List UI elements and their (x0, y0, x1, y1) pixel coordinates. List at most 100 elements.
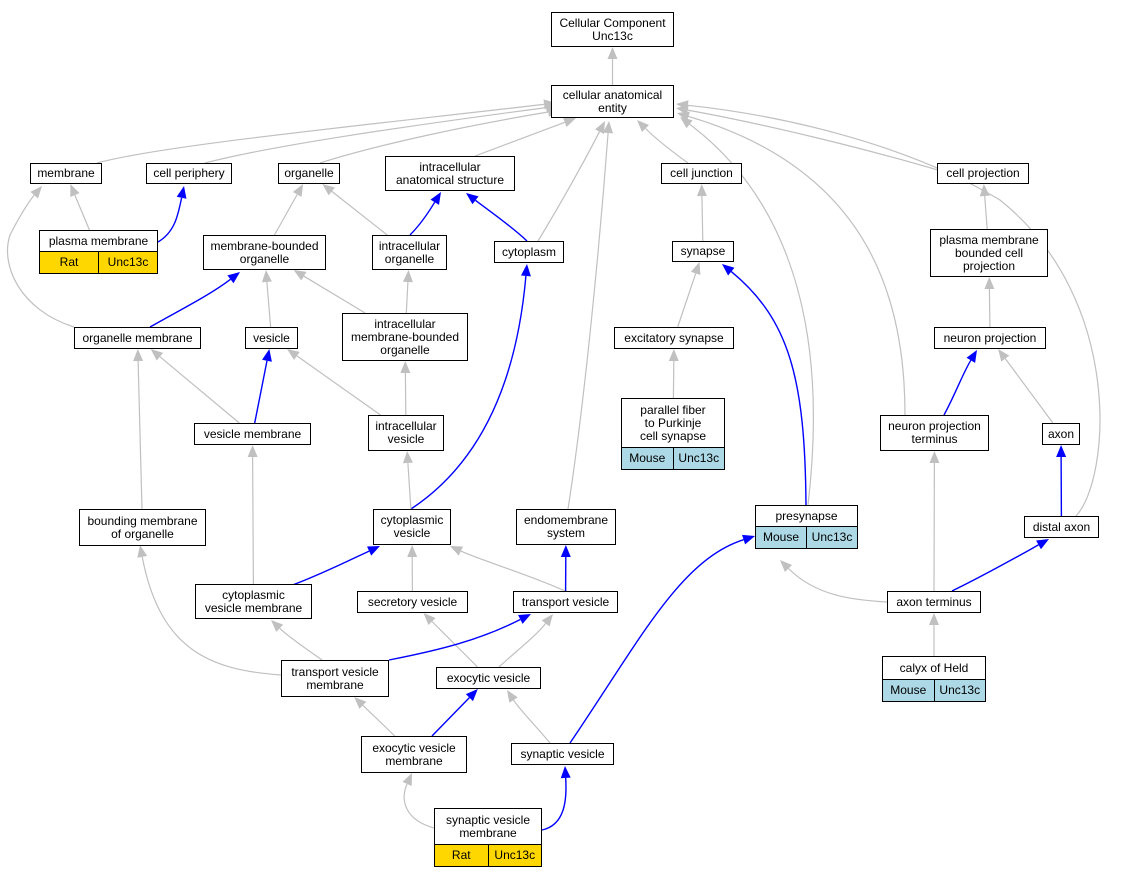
term-label: secretory vesicle (367, 594, 458, 609)
go-term-synapse[interactable]: synapse (672, 241, 734, 262)
term-label: parallel fiber to Purkinje cell synapse (639, 402, 707, 443)
arrowhead (518, 614, 531, 624)
arrowhead (722, 264, 735, 276)
arrowhead (465, 689, 478, 702)
arrowhead (400, 361, 411, 374)
term-label: membrane (37, 166, 95, 180)
species-label: Rat (59, 255, 79, 269)
term-label: cellular anatomical entity (562, 87, 663, 115)
arrowhead (450, 546, 463, 556)
go-term-organelle[interactable]: organelle (278, 163, 340, 184)
part-of-edge-plasma-membrane-to-cell-periphery (157, 197, 183, 243)
part-of-edge-axon-terminus-to-distal-axon (951, 544, 1039, 592)
arrowhead (247, 445, 258, 458)
go-term-mbo[interactable]: membrane-bounded organelle (203, 235, 326, 270)
go-term-vesicle[interactable]: vesicle (245, 327, 298, 349)
go-term-axon[interactable]: axon (1042, 423, 1080, 445)
term-label: axon (1047, 426, 1075, 441)
arrowhead (668, 349, 679, 362)
arrowhead (563, 117, 576, 127)
arrowhead (520, 264, 531, 277)
go-term-endomembrane[interactable]: endomembrane system (516, 509, 616, 545)
arrowhead (227, 272, 240, 284)
go-term-evm[interactable]: exocytic vesicle membrane (361, 736, 467, 773)
go-term-tvm[interactable]: transport vesicle membrane (281, 660, 389, 697)
arrowhead (690, 262, 701, 275)
go-term-cell-projection[interactable]: cell projection (937, 163, 1029, 184)
term-label: organelle membrane (82, 330, 193, 345)
go-term-io[interactable]: intracellular organelle (372, 235, 447, 270)
go-term-cvm[interactable]: cytoplasmic vesicle membrane (195, 584, 312, 619)
is-a-edge-pmbcp-to-cell-projection (984, 195, 988, 230)
go-term-npt[interactable]: neuron projection terminus (880, 415, 989, 451)
go-term-distal-axon[interactable]: distal axon (1024, 516, 1099, 538)
arrowhead (402, 773, 412, 786)
go-term-membrane[interactable]: membrane (30, 163, 102, 184)
arrowhead (696, 184, 707, 197)
is-a-edge-cell-periphery-to-cae (204, 107, 547, 164)
part-of-edge-svm-to-syn-vesicle (541, 777, 567, 831)
arrowhead (137, 545, 148, 558)
term-label: cell periphery (153, 166, 225, 180)
go-term-secretory-vesicle[interactable]: secretory vesicle (357, 591, 468, 613)
term-label: exocytic vesicle membrane (372, 740, 456, 768)
term-label: exocytic vesicle (446, 670, 531, 685)
go-term-ias[interactable]: intracellular anatomical structure (385, 156, 515, 191)
arrowhead (30, 186, 42, 199)
go-term-syn-vesicle[interactable]: synaptic vesicle (511, 743, 614, 765)
term-label: cytoplasmic vesicle (380, 513, 444, 540)
is-a-edge-exo-vesicle-to-transport-vesicle (498, 623, 547, 668)
go-term-vesicle-membrane[interactable]: vesicle membrane (194, 423, 311, 445)
go-term-cae[interactable]: cellular anatomical entity (551, 85, 674, 118)
go-term-org-membrane[interactable]: organelle membrane (74, 327, 201, 349)
part-of-edge-cytoplasm-to-ias (475, 199, 528, 242)
is-a-edge-mbo-to-organelle (273, 194, 298, 236)
go-term-cyto-vesicle[interactable]: cytoplasmic vesicle (373, 509, 451, 545)
go-term-exc-synapse[interactable]: excitatory synapse (614, 327, 734, 349)
is-a-edge-cyto-vesicle-to-ivesicle (407, 462, 412, 510)
is-a-edge-ivesicle-to-vesicle (296, 355, 381, 416)
go-term-ivesicle[interactable]: intracellular vesicle (368, 415, 444, 451)
arrowhead (680, 117, 693, 129)
is-a-edge-vesicle-membrane-to-org-membrane (159, 356, 240, 424)
arrowhead (742, 534, 755, 545)
term-label: plasma membrane bounded cell projection (939, 232, 1039, 273)
is-a-edge-synapse-to-cell-junction (701, 195, 704, 242)
go-term-cell-periphery[interactable]: cell periphery (146, 163, 232, 184)
arrowhead (929, 613, 939, 625)
go-term-cytoplasm[interactable]: cytoplasm (494, 241, 564, 263)
arrowhead (603, 121, 614, 134)
is-a-edge-distal-axon-to-cae (687, 104, 1101, 517)
arrowhead (407, 545, 418, 558)
term-label: bounding membrane of organelle (87, 513, 198, 541)
is-a-edge-io-to-organelle (331, 190, 388, 236)
go-term-cell-junction[interactable]: cell junction (661, 163, 742, 184)
go-term-bmo[interactable]: bounding membrane of organelle (79, 509, 206, 546)
arrowhead (929, 451, 940, 464)
arrowhead (607, 47, 618, 59)
arrowhead (979, 184, 990, 197)
go-term-axon-terminus[interactable]: axon terminus (887, 591, 981, 613)
go-term-exo-vesicle[interactable]: exocytic vesicle (436, 667, 541, 689)
go-term-root[interactable]: Cellular Component Unc13c (551, 12, 674, 47)
part-of-edge-syn-vesicle-to-presynapse (569, 539, 744, 744)
part-of-edge-cyto-vesicle-to-cytoplasm (410, 275, 527, 510)
go-term-imbo[interactable]: intracellular membrane-bounded organelle (342, 313, 468, 361)
arrowhead (780, 560, 793, 573)
arrowhead (423, 613, 436, 626)
term-label: calyx of Held (899, 660, 969, 675)
go-term-transport-vesicle[interactable]: transport vesicle (513, 591, 618, 613)
go-term-neuron-projection[interactable]: neuron projection (934, 327, 1046, 349)
arrowhead (507, 690, 518, 703)
go-term-pmbcp[interactable]: plasma membrane bounded cell projection (930, 229, 1048, 277)
is-a-edge-membrane-to-cae (96, 103, 545, 164)
is-a-edge-exc-synapse-to-synapse (677, 273, 697, 328)
gene-label: Unc13c (98, 252, 157, 273)
